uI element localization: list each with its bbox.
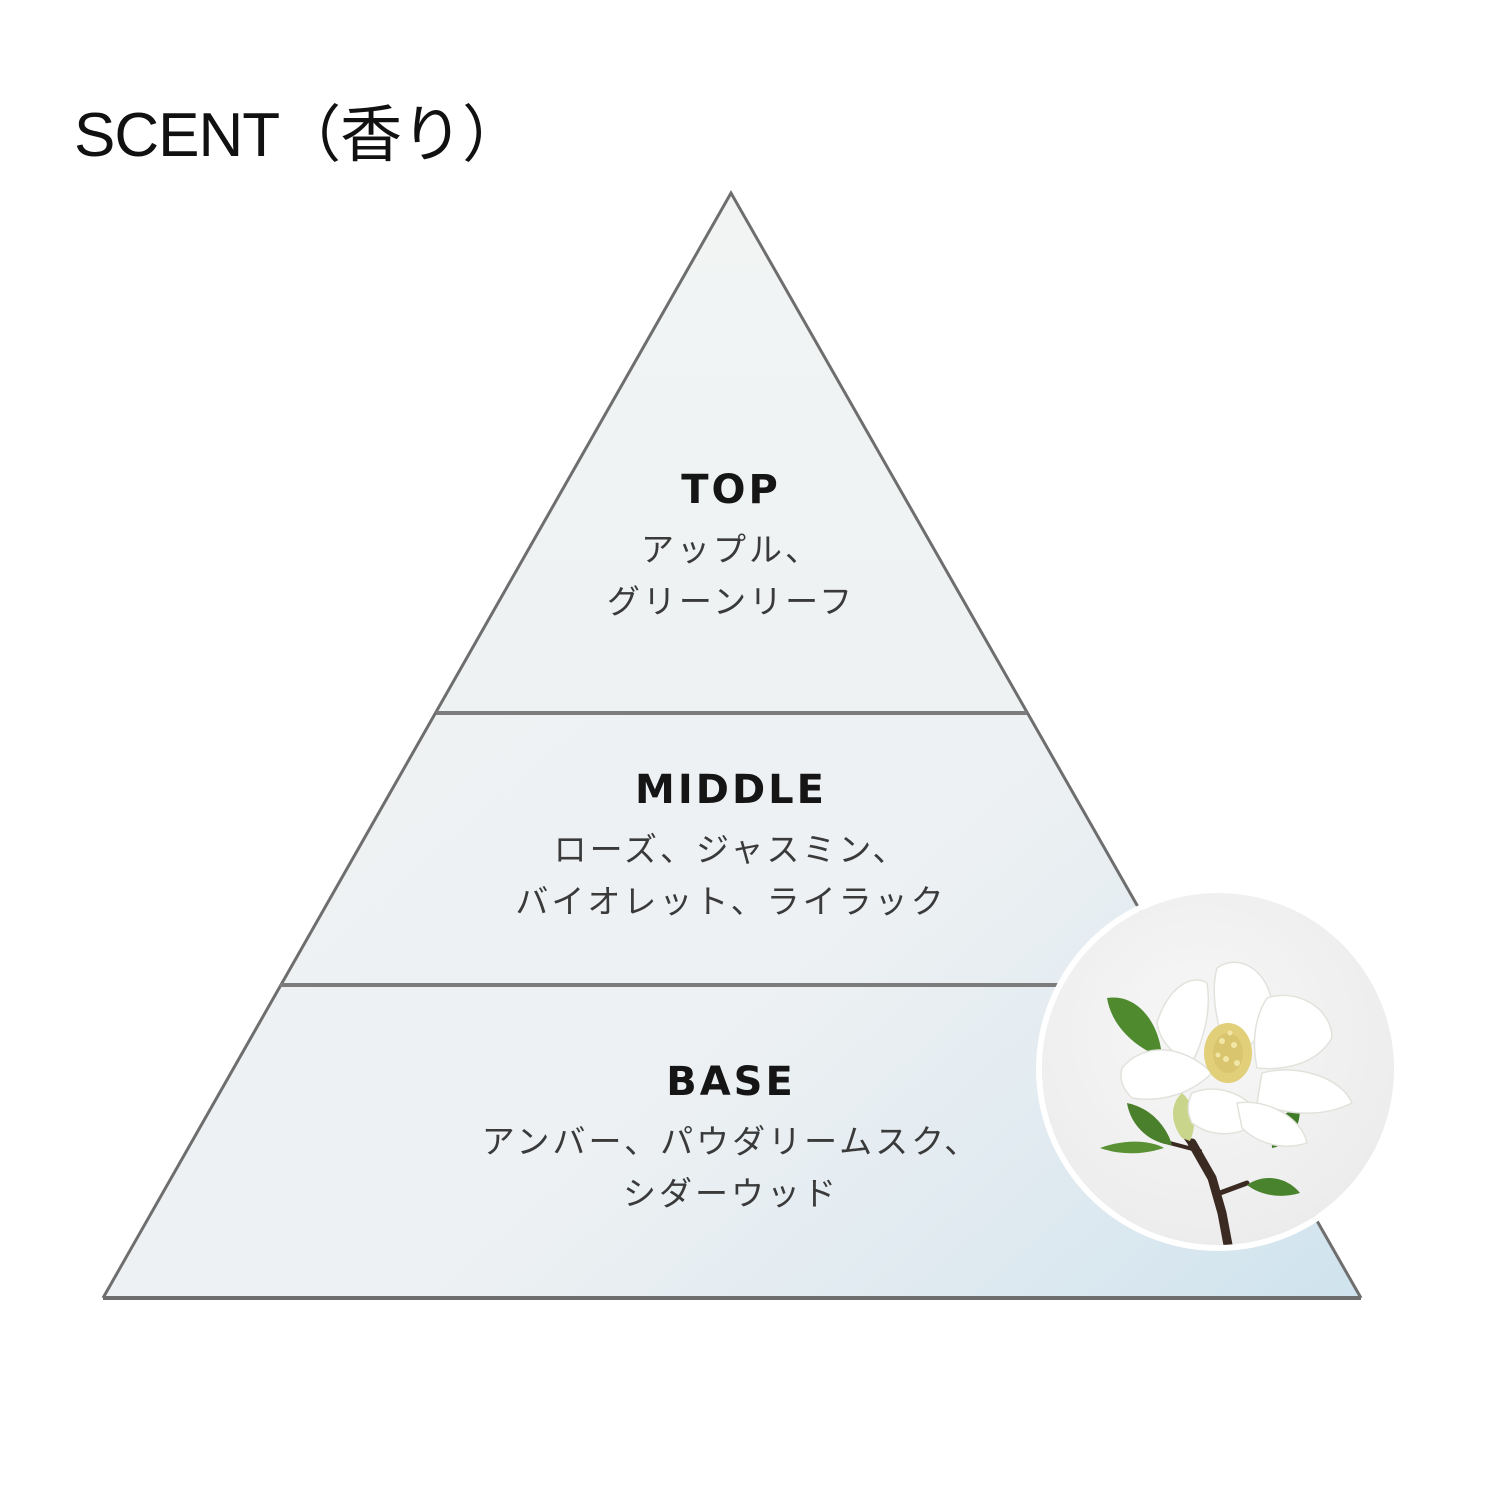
- note-line: バイオレット、ライラック: [515, 882, 947, 921]
- note-line: アンバー、パウダリームスク、: [481, 1122, 981, 1161]
- note-line: グリーンリーフ: [606, 582, 856, 621]
- magnolia-image: [1042, 893, 1394, 1245]
- tier-middle: MIDDLE ローズ、ジャスミン、 バイオレット、ライラック: [0, 766, 1462, 928]
- note-line: シダーウッド: [623, 1174, 839, 1213]
- tier-base: BASE アンバー、パウダリームスク、 シダーウッド: [0, 1058, 1462, 1220]
- note-line: アップル、: [641, 530, 821, 569]
- tier-heading-top: TOP: [681, 467, 781, 513]
- tier-heading-middle: MIDDLE: [635, 767, 827, 813]
- tier-notes-base: アンバー、パウダリームスク、 シダーウッド: [0, 1116, 1462, 1220]
- tier-notes-middle: ローズ、ジャスミン、 バイオレット、ライラック: [0, 824, 1462, 928]
- tier-notes-top: アップル、 グリーンリーフ: [0, 524, 1462, 628]
- page-title: SCENT（香り）: [74, 101, 524, 170]
- note-line: ローズ、ジャスミン、: [553, 830, 909, 869]
- tier-heading-base: BASE: [666, 1059, 796, 1105]
- pyramid-top-tier-shape: [435, 193, 1027, 713]
- tier-top: TOP アップル、 グリーンリーフ: [0, 466, 1462, 628]
- magnolia-flower-icon: [1100, 961, 1353, 1245]
- pyramid-base-tier-shape: [103, 193, 1361, 1298]
